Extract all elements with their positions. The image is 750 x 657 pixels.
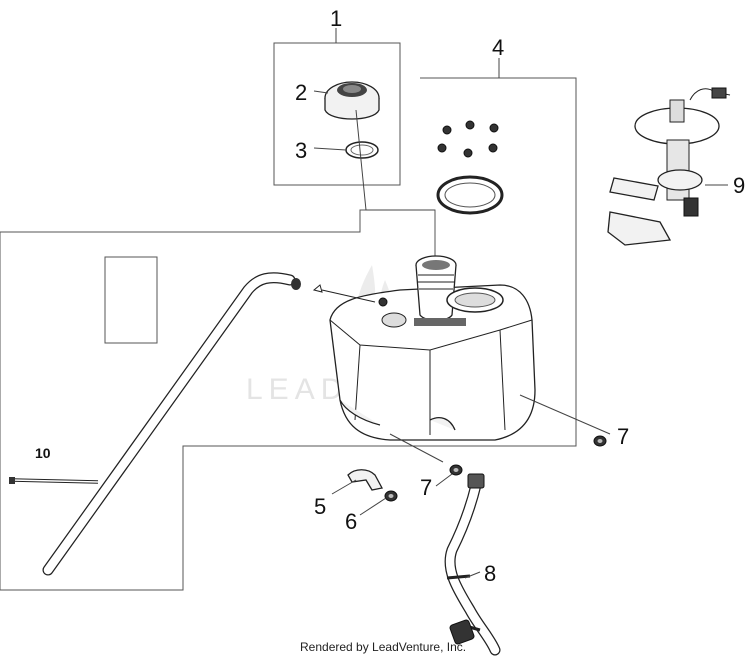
- hose-clamp: [347, 469, 383, 491]
- callout-2: 2: [295, 80, 307, 105]
- fuel-tank: [329, 255, 536, 441]
- callout-1: 1: [330, 6, 342, 31]
- cap-assembly-box: [273, 42, 401, 186]
- callout-7-upper: 7: [617, 424, 629, 449]
- pump-retaining-ring: [436, 175, 504, 215]
- hose-assembly-box: [0, 209, 436, 262]
- tank-assembly-box: [395, 77, 577, 447]
- grommet-nut-upper: [593, 435, 607, 447]
- clamp-nut: [384, 490, 398, 502]
- fuel-line: [444, 473, 501, 656]
- callout-6: 6: [345, 509, 357, 534]
- fuel-cap: [324, 81, 380, 120]
- callout-3: 3: [295, 138, 307, 163]
- callout-9: 9: [733, 173, 745, 198]
- leader-lines: [313, 28, 728, 579]
- callout-4: 4: [492, 35, 504, 60]
- mounting-bolts: [437, 120, 499, 158]
- vent-hose: [42, 272, 376, 576]
- callout-7-lower: 7: [420, 475, 432, 500]
- callout-10: 10: [35, 445, 51, 461]
- label-sticker: [104, 256, 158, 344]
- cable-tie: [9, 477, 99, 484]
- footer-credit: Rendered by LeadVenture, Inc.: [300, 640, 466, 654]
- fuel-pump: [607, 87, 731, 246]
- callout-8: 8: [484, 561, 496, 586]
- grommet-nut-lower: [449, 464, 463, 476]
- cap-gasket: [345, 141, 379, 159]
- callout-5: 5: [314, 494, 326, 519]
- left-assembly-box: [0, 232, 395, 591]
